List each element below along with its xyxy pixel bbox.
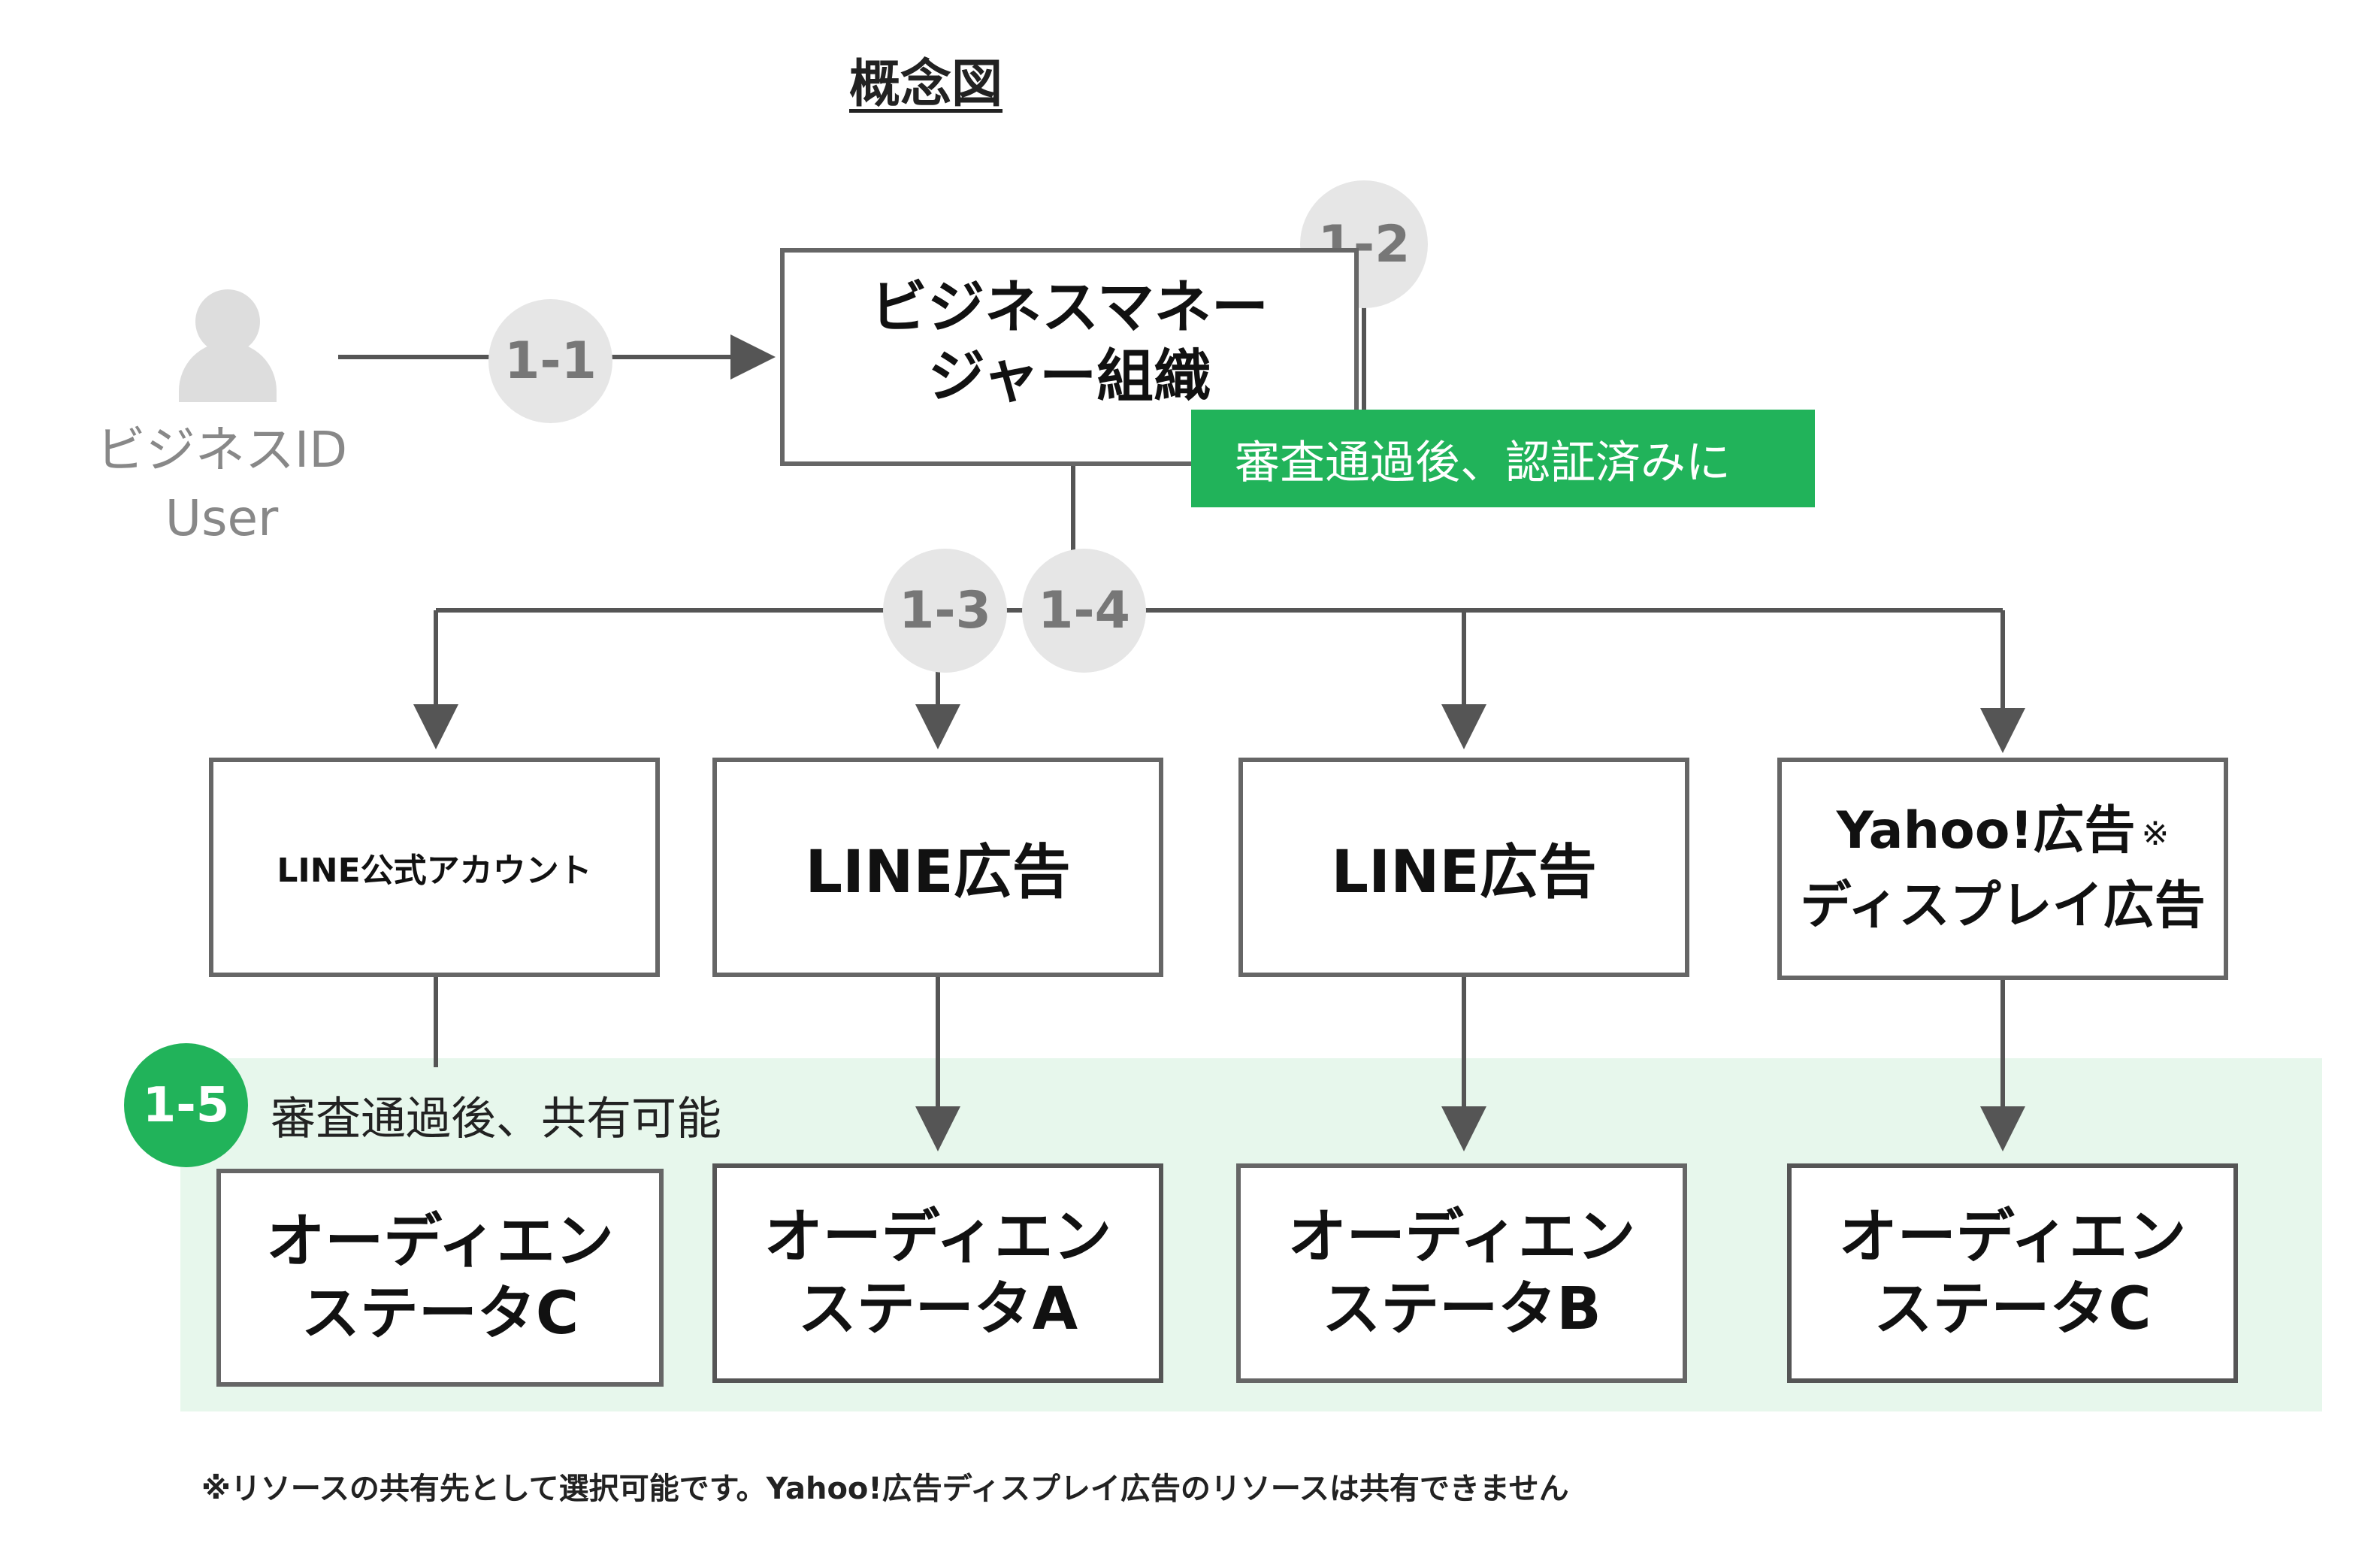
step-1-3: 1-3	[883, 549, 1007, 673]
step-1-1: 1-1	[488, 299, 612, 423]
business-manager-org-box: ビジネスマネー ジャー組織	[780, 248, 1359, 466]
service-label: LINE広告	[1331, 839, 1597, 906]
audience-label-line1: オーディエン	[1838, 1203, 2187, 1271]
person-icon	[179, 289, 277, 402]
audience-label-line2: ステータA	[797, 1275, 1078, 1343]
service-label-line2: ディスプレイ広告	[1800, 876, 2206, 936]
audience-box-c-1: オーディエン ステータC	[216, 1169, 664, 1387]
verified-banner: 審査通過後、認証済みに	[1191, 410, 1815, 507]
user-label-line2: User	[165, 489, 279, 547]
service-label-line1: Yahoo!広告	[1836, 801, 2136, 861]
page-title: 概念図	[849, 55, 1003, 114]
service-yahoo-display-ads: Yahoo!広告※ ディスプレイ広告	[1777, 758, 2228, 980]
share-label: 審査通過後、共有可能	[271, 1093, 721, 1145]
audience-box-b: オーディエン ステータB	[1236, 1163, 1687, 1383]
audience-label-line1: オーディエン	[764, 1203, 1112, 1271]
audience-box-a: オーディエン ステータA	[712, 1163, 1163, 1383]
footnote: ※リソースの共有先として選択可能です。Yahoo!広告ディスプレイ広告のリソース…	[201, 1472, 1569, 1506]
step-1-4: 1-4	[1022, 549, 1146, 673]
audience-label-line2: ステータC	[301, 1280, 579, 1348]
audience-box-c-2: オーディエン ステータC	[1787, 1163, 2238, 1383]
service-label: LINE広告	[805, 839, 1071, 906]
audience-label-line2: ステータB	[1322, 1275, 1601, 1343]
service-line-ads-2: LINE広告	[1238, 758, 1689, 977]
audience-label-line1: オーディエン	[266, 1208, 614, 1275]
audience-label-line1: オーディエン	[1287, 1203, 1636, 1271]
audience-label-line2: ステータC	[1873, 1275, 2152, 1343]
org-label-line2: ジャー組織	[927, 343, 1211, 410]
note-mark: ※	[2141, 814, 2170, 853]
service-line-official-account: LINE公式アカウント	[209, 758, 660, 977]
user-label-line1: ビジネスID	[95, 421, 348, 479]
service-label: LINE公式アカウント	[277, 852, 592, 890]
user-label: ビジネスID User	[90, 410, 353, 547]
service-line-ads-1: LINE広告	[712, 758, 1163, 977]
org-label-line1: ビジネスマネー	[870, 274, 1269, 340]
step-1-5: 1-5	[124, 1043, 248, 1167]
